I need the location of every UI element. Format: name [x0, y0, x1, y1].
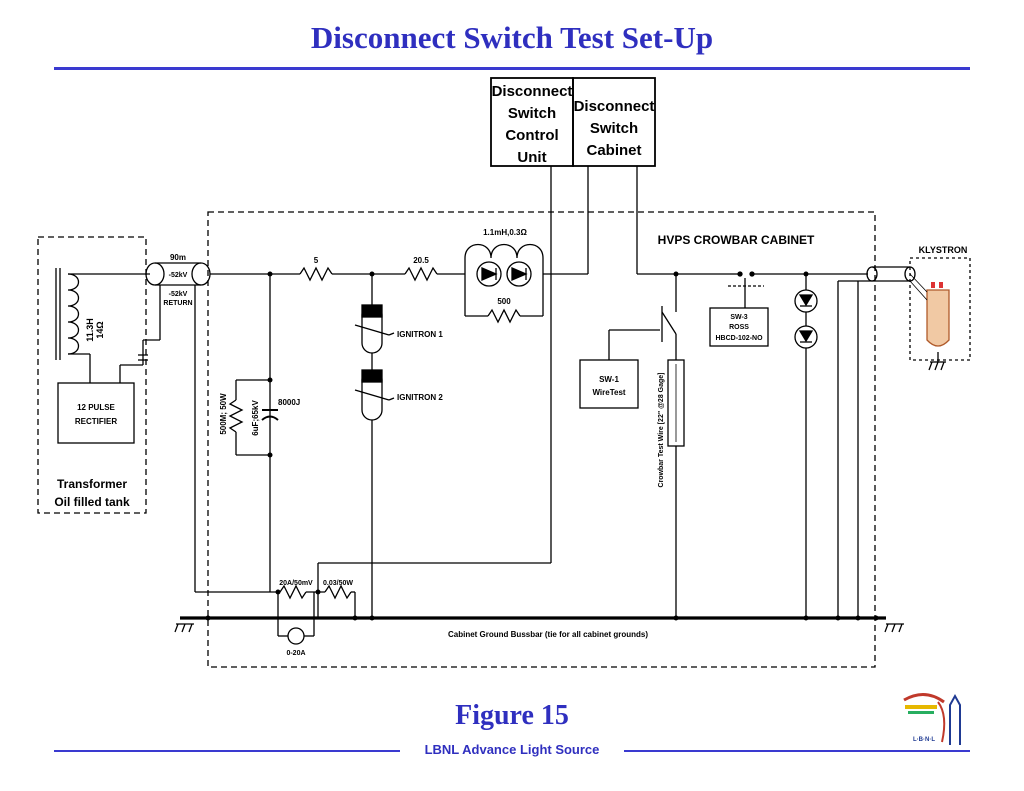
transformer-tank-enclosure	[37, 236, 147, 514]
resistor-500m-label: 500M; 50W	[219, 393, 228, 435]
sw3-line-1: SW-3	[730, 314, 747, 321]
klystron-tube	[909, 273, 950, 371]
sw1-line-1: SW-1	[599, 375, 619, 384]
inductor-label-1: 11.3H	[85, 318, 95, 342]
resistor-500-label: 500	[497, 297, 511, 306]
lbnl-logo: L·B·N·L	[903, 693, 961, 745]
ignitron-1-label: IGNITRON 1	[397, 330, 443, 339]
klystron-label: KLYSTRON	[919, 245, 968, 255]
voltage-label-1: -52kV	[169, 272, 188, 279]
rectifier-line-1: 12 PULSE	[77, 403, 115, 412]
test-wire-label: Crowbar Test Wire [22" @28 Gage]	[658, 373, 665, 488]
title-rule	[54, 67, 970, 70]
choke-coil	[464, 243, 544, 274]
inductor-symbol	[55, 268, 150, 383]
rectifier-line-2: RECTIFIER	[75, 417, 117, 426]
control-unit-line-1: Disconnect	[492, 83, 573, 100]
capacitor-label: 6uF;65kV	[251, 400, 260, 436]
cable-length-label: 90m	[170, 253, 186, 262]
inductor-label-2: 14Ω	[95, 321, 105, 338]
sw1-box	[579, 359, 639, 409]
resistor-5	[299, 266, 333, 282]
bussbar-label: Cabinet Ground Bussbar (tie for all cabi…	[448, 630, 648, 639]
tank-line-2: Oil filled tank	[54, 495, 130, 509]
rectifier-box	[57, 382, 135, 444]
ground-symbol-left	[174, 623, 194, 633]
cabinet-line-1: Disconnect	[574, 98, 655, 115]
control-unit-line-4: Unit	[517, 149, 546, 166]
choke-label: 1.1mH,0.3Ω	[483, 228, 527, 237]
shunt-0-03	[324, 584, 352, 600]
crowbar-cabinet-label: HVPS CROWBAR CABINET	[658, 233, 815, 247]
resistor-500	[487, 308, 521, 324]
page-title: Disconnect Switch Test Set-Up	[310, 20, 714, 55]
lbnl-logo-text: L·B·N·L	[913, 737, 935, 743]
resistor-5-label: 5	[314, 256, 319, 265]
voltage-label-2: -52kV	[169, 291, 188, 298]
return-label: RETURN	[163, 300, 192, 307]
figure-label: Figure 15	[455, 700, 569, 731]
sw3-line-2: ROSS	[729, 324, 749, 331]
resistor-20-5-label: 20.5	[413, 256, 429, 265]
switch-cabinet-box	[572, 77, 656, 167]
sw3-box	[709, 307, 769, 347]
sw1-line-2: WireTest	[592, 388, 625, 397]
ignitron-1	[354, 304, 395, 354]
cabinet-line-3: Cabinet	[586, 142, 641, 159]
resistor-500m	[228, 399, 244, 433]
tank-line-1: Transformer	[57, 477, 127, 491]
coax-cable	[145, 262, 211, 340]
shunt-0-03-label: 0.03/50W	[323, 580, 353, 587]
resistor-20-5	[404, 266, 438, 282]
control-unit-line-2: Switch	[508, 105, 556, 122]
ignitron-2-label: IGNITRON 2	[397, 393, 443, 402]
sw3-line-3: HBCD-102-NO	[715, 335, 763, 342]
shunt-20a	[279, 584, 307, 600]
ground-symbol-right	[884, 623, 904, 633]
cabinet-line-2: Switch	[590, 120, 638, 137]
klystron-enclosure	[909, 257, 971, 361]
energy-label: 8000J	[278, 398, 300, 407]
shunt-20a-label: 20A/50mV	[279, 580, 313, 587]
footer-org: LBNL Advance Light Source	[400, 742, 624, 757]
control-unit-line-3: Control	[505, 127, 558, 144]
crowbar-cabinet-enclosure	[207, 211, 876, 668]
ammeter-label: 0-20A	[286, 650, 305, 657]
ammeter	[287, 627, 305, 645]
ignitron-2	[354, 369, 395, 421]
